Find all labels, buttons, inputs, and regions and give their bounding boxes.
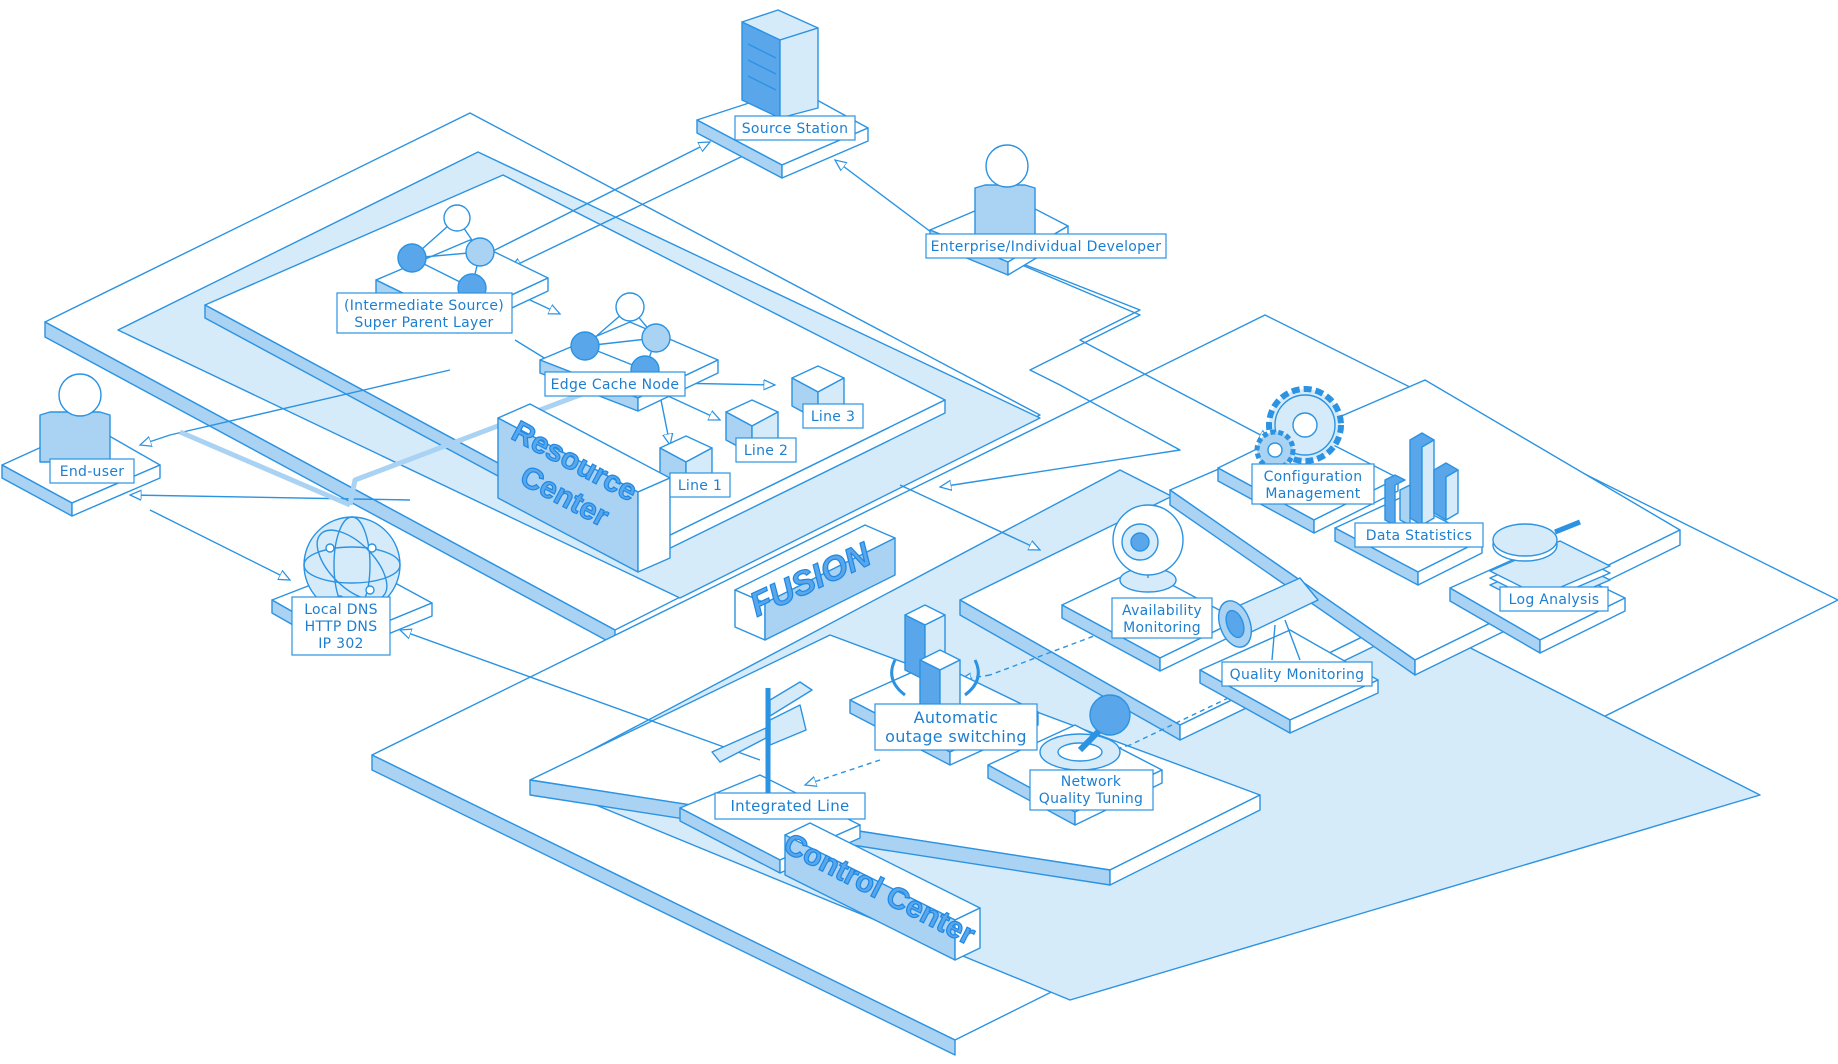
dns-label-line3: IP 302 xyxy=(318,636,364,652)
source-station-label: Source Station xyxy=(742,121,849,137)
developer-label: Enterprise/Individual Developer xyxy=(931,239,1162,255)
person-icon xyxy=(39,373,111,463)
dns-label-box xyxy=(291,596,391,656)
config-label-line1: Configuration xyxy=(1264,469,1363,485)
network-tuning-label-box xyxy=(1029,769,1154,811)
source-station-label-box xyxy=(734,115,856,141)
person-icon xyxy=(974,144,1036,241)
super-parent-label-box xyxy=(336,292,513,334)
joystick-icon xyxy=(1039,694,1131,771)
super-parent-label-line1: (Intermediate Source) xyxy=(344,298,504,314)
edge-cache-label-box xyxy=(544,371,686,397)
log-analysis-label-box xyxy=(1499,586,1609,612)
end-user-label-box xyxy=(49,458,135,484)
integrated-line-label: Integrated Line xyxy=(730,797,849,815)
dns-label-line2: HTTP DNS xyxy=(305,619,378,635)
control-center-block xyxy=(784,822,981,961)
integrated-line-label-box xyxy=(714,792,866,820)
line1-label-box xyxy=(669,472,731,498)
camera-icon xyxy=(1217,577,1319,661)
line3-label: Line 3 xyxy=(811,409,855,425)
dns-label-line1: Local DNS xyxy=(304,602,378,618)
data-stats-label: Data Statistics xyxy=(1366,528,1472,544)
line3-label-box xyxy=(802,403,864,429)
availability-label-line1: Availability xyxy=(1122,603,1202,619)
developer-label-box xyxy=(925,233,1167,259)
auto-switch-label-line1: Automatic xyxy=(914,708,999,727)
network-tuning-label-line1: Network xyxy=(1061,774,1122,790)
availability-label-box xyxy=(1111,597,1213,639)
auto-switch-label-box xyxy=(874,703,1038,751)
quality-monitoring-label: Quality Monitoring xyxy=(1230,667,1365,683)
line1-label: Line 1 xyxy=(678,478,722,494)
gear-icon xyxy=(1254,386,1344,471)
signpost-icon xyxy=(711,681,813,800)
line2-label: Line 2 xyxy=(744,443,788,459)
availability-label-line2: Monitoring xyxy=(1123,620,1201,636)
quality-monitoring-label-box xyxy=(1221,661,1373,687)
resource-center-block xyxy=(497,403,671,573)
end-user-label: End-user xyxy=(60,464,125,480)
server-rack-icon xyxy=(741,9,819,119)
data-stats-label-box xyxy=(1354,522,1484,548)
line2-label-box xyxy=(735,437,797,463)
network-tuning-label-line2: Quality Tuning xyxy=(1039,791,1144,807)
auto-switch-label-line2: outage switching xyxy=(885,727,1027,746)
super-parent-label-line2: Super Parent Layer xyxy=(354,315,493,331)
bar-chart-icon xyxy=(1384,432,1459,526)
webcam-icon xyxy=(1112,504,1184,593)
log-analysis-label: Log Analysis xyxy=(1509,592,1600,608)
source-station-node xyxy=(696,9,869,179)
server-switch-icon xyxy=(890,604,980,716)
config-label-box xyxy=(1251,463,1375,505)
edge-cache-label: Edge Cache Node xyxy=(551,377,680,393)
magnifier-icon xyxy=(1489,519,1611,611)
fusion-block xyxy=(734,524,896,641)
config-label-line2: Management xyxy=(1265,486,1360,502)
